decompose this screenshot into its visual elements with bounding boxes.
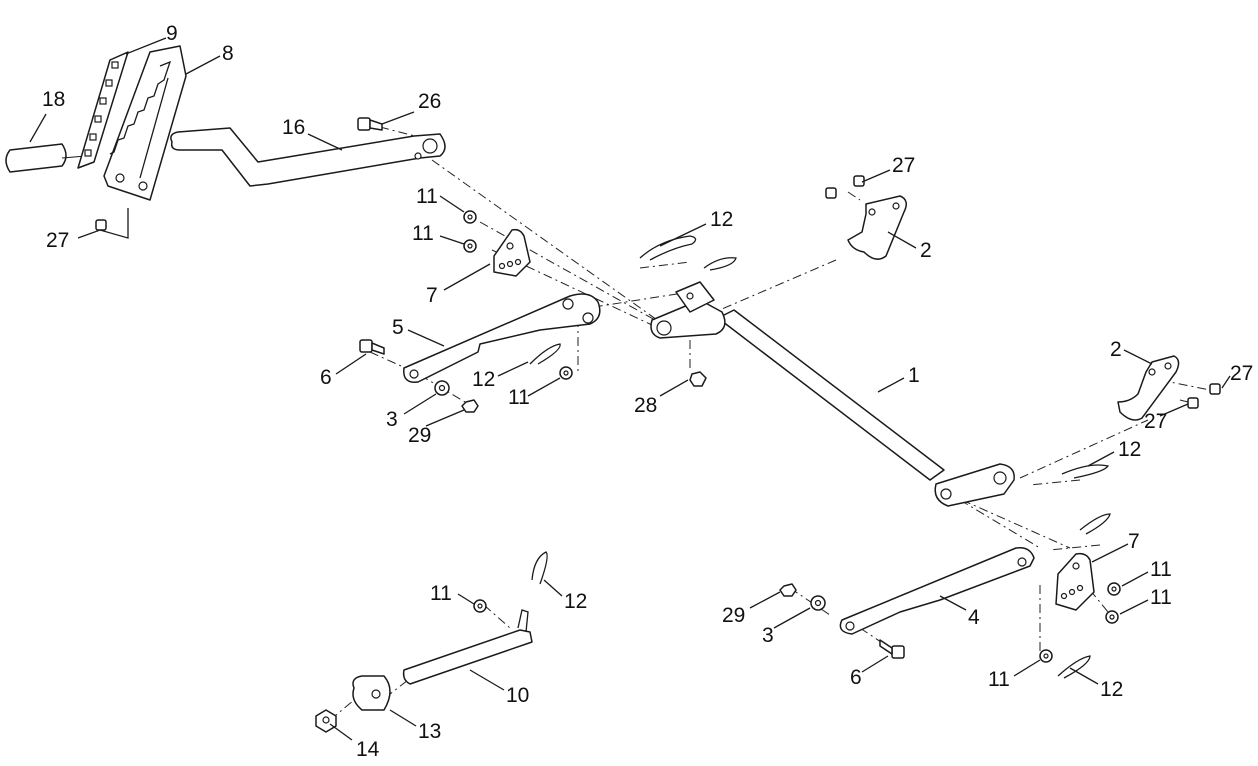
part-3-washers [434,380,826,611]
callout-7-left: 7 [426,284,438,307]
callout-9: 9 [166,22,178,45]
part-1-cross-shaft [650,281,1015,507]
part-12-hair-pins [529,235,1111,679]
part-8-height-quadrant [103,45,187,201]
callout-1: 1 [908,364,920,387]
callout-11-a: 11 [416,185,438,208]
callout-12-left: 12 [472,368,495,391]
callout-8: 8 [222,42,234,65]
callout-14: 14 [356,738,380,761]
callout-11-c: 11 [508,386,530,409]
callout-27-lower: 27 [1144,410,1167,433]
callout-12-rod: 12 [564,590,587,613]
callout-5: 5 [392,316,404,339]
callout-11-e: 11 [1150,586,1172,609]
callout-11-b: 11 [412,222,434,245]
callout-2-upper: 2 [920,239,932,262]
callout-12-right: 12 [1118,438,1141,461]
part-11-washers [463,210,1121,663]
callout-12-bottom: 12 [1100,678,1123,701]
callout-4: 4 [968,606,980,629]
callout-7-right: 7 [1128,530,1140,553]
part-26-bolt [357,117,383,131]
callout-18: 18 [42,88,65,111]
callout-11-f: 11 [988,668,1010,691]
part-14-nut [315,709,337,733]
callout-28: 28 [634,394,657,417]
part-5-link-bar [403,293,601,383]
callout-labels: 18 9 8 26 16 27 27 2 11 11 12 7 5 6 12 1… [42,22,1253,761]
part-7-adjust-plate-right [1055,552,1095,611]
callout-11-g: 11 [430,582,452,605]
part-18-handle-grip [5,143,87,173]
part-9-notch-strip [77,51,129,169]
callout-10: 10 [506,684,529,707]
callout-27-right: 27 [1230,362,1253,385]
callout-11-d: 11 [1150,558,1172,581]
callout-13: 13 [418,720,441,743]
part-29-nuts [461,399,797,597]
callout-29-right: 29 [722,604,745,627]
callout-6-right: 6 [850,666,862,689]
part-4-link-bar [839,546,1035,635]
part-27-bolts-lower [1187,383,1221,409]
part-2-bracket-lower [1117,355,1180,421]
part-7-adjust-plate-left [493,228,531,277]
callout-3-right: 3 [762,624,774,647]
callout-16: 16 [282,116,305,139]
part-2-bracket-upper [847,195,907,260]
part-6-bolts [359,339,905,659]
callout-26: 26 [418,90,441,113]
callout-12-top: 12 [710,208,733,231]
callout-29-left: 29 [408,424,431,447]
part-27-bolts-upper [95,175,865,231]
callout-27-top: 27 [892,154,915,177]
callout-2-lower: 2 [1110,338,1122,361]
leader-lines [29,37,1231,741]
part-28-nut [689,371,707,387]
part-13-pivot [352,675,391,711]
part-10-rod [402,609,533,685]
part-16-lift-lever [170,127,446,187]
callout-27-left: 27 [46,229,69,252]
callout-6-left: 6 [320,366,332,389]
callout-3-left: 3 [386,408,398,431]
